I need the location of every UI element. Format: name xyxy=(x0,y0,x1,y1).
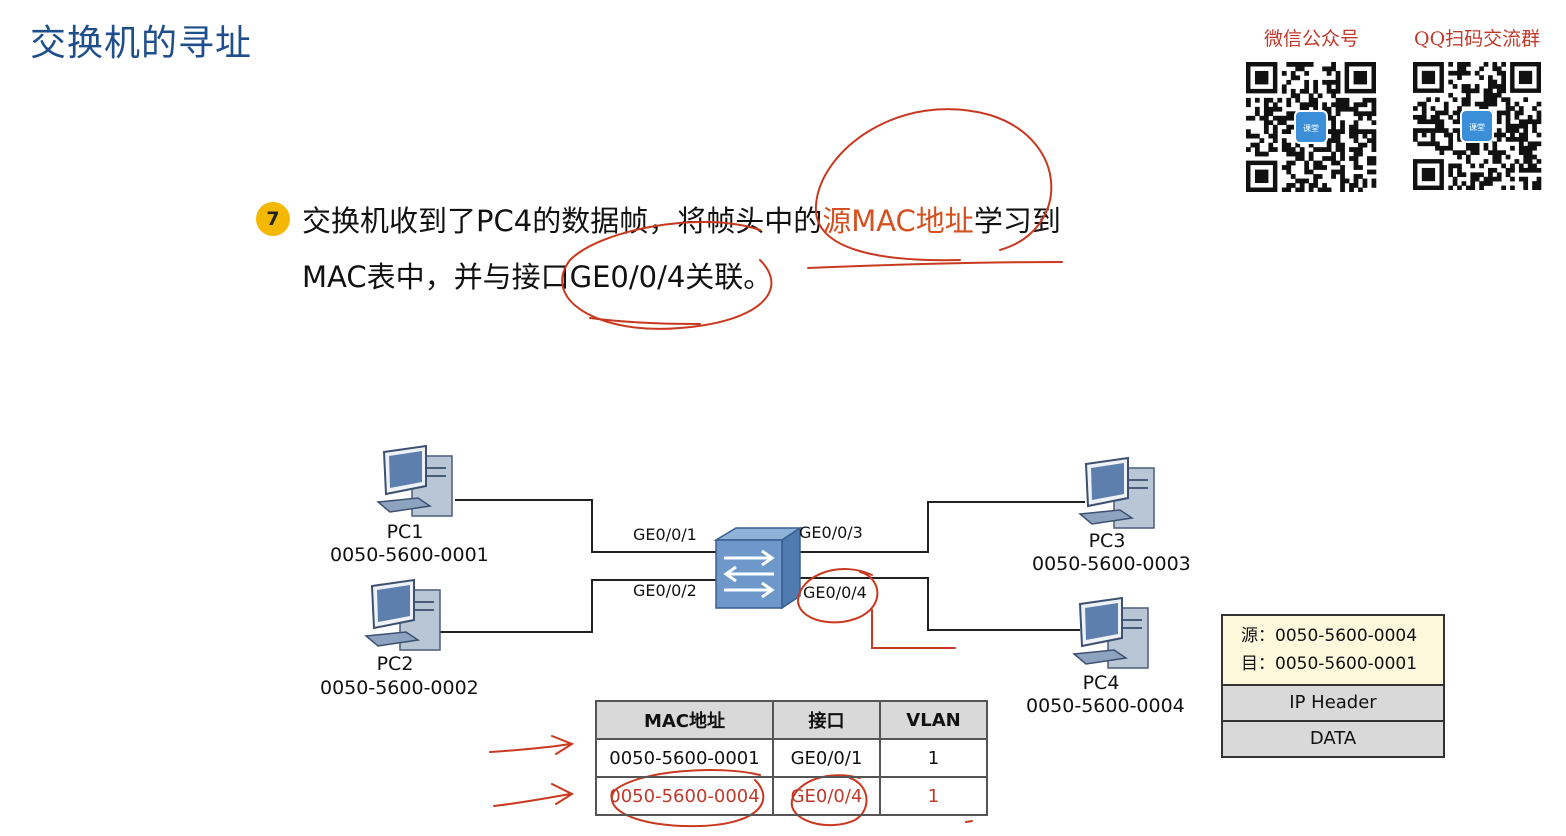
link-pc1 xyxy=(455,499,716,553)
pc1-icon xyxy=(376,444,453,517)
cell-mac: 0050-5600-0001 xyxy=(595,738,774,778)
pc3-icon xyxy=(1078,456,1155,529)
step-text-line1: 交换机收到了PC4的数据帧，将帧头中的源MAC地址学习到 xyxy=(302,204,1061,238)
svg-text:课堂: 课堂 xyxy=(1303,123,1319,133)
pc3-name: PC3 xyxy=(1088,530,1126,552)
pc4-mac: 0050-5600-0004 xyxy=(1026,695,1185,717)
pc4-icon xyxy=(1072,596,1149,669)
cell-mac: 0050-5600-0004 xyxy=(595,776,774,816)
data-frame: 源：0050-5600-0004 目：0050-5600-0001 IP Hea… xyxy=(1221,614,1445,758)
cell-port: GE0/0/1 xyxy=(772,738,881,778)
qq-label: QQ扫码交流群 xyxy=(1414,28,1541,50)
pc1-name: PC1 xyxy=(386,521,424,543)
table-header-row: MAC地址 接口 VLAN xyxy=(595,700,988,740)
step-badge: 7 xyxy=(256,202,290,236)
frame-ip-header: IP Header xyxy=(1223,686,1443,722)
col-mac: MAC地址 xyxy=(595,700,774,740)
step-text-line2: MAC表中，并与接口GE0/0/4关联。 xyxy=(302,260,773,294)
cell-vlan: 1 xyxy=(879,776,988,816)
qq-qr-code[interactable]: 课堂 xyxy=(1413,62,1545,190)
table-row: 0050-5600-0001 GE0/0/1 1 xyxy=(595,738,988,778)
frame-dst-mac: 目：0050-5600-0001 xyxy=(1241,654,1418,674)
highlight-source-mac: 源MAC地址 xyxy=(822,204,974,238)
mac-address-table: MAC地址 接口 VLAN 0050-5600-0001 GE0/0/1 1 0… xyxy=(595,700,988,816)
pc2-name: PC2 xyxy=(376,653,414,675)
wechat-label: 微信公众号 xyxy=(1264,28,1360,50)
pc2-icon xyxy=(364,578,441,651)
arrow-row2 xyxy=(493,783,575,807)
page-title: 交换机的寻址 xyxy=(30,23,253,64)
frame-data: DATA xyxy=(1223,722,1443,756)
link-pc2 xyxy=(440,579,716,633)
svg-text:课堂: 课堂 xyxy=(1469,122,1485,132)
pc3-mac: 0050-5600-0003 xyxy=(1032,553,1191,575)
port-ge003: GE0/0/3 xyxy=(799,523,863,542)
link-pc4 xyxy=(782,577,1080,631)
cell-port: GE0/0/4 xyxy=(772,776,881,816)
col-port: 接口 xyxy=(772,700,881,740)
cell-vlan: 1 xyxy=(879,738,988,778)
col-vlan: VLAN xyxy=(879,700,988,740)
circle-source-mac xyxy=(814,108,1053,262)
pc1-mac: 0050-5600-0001 xyxy=(330,544,489,566)
frame-src-mac: 源：0050-5600-0004 xyxy=(1241,626,1418,646)
circle-ge004 xyxy=(796,568,879,624)
pc2-mac: 0050-5600-0002 xyxy=(320,677,479,699)
pc4-name: PC4 xyxy=(1082,672,1120,694)
link-pc3 xyxy=(782,501,1085,553)
table-row-new: 0050-5600-0004 GE0/0/4 1 xyxy=(595,776,988,816)
port-ge004: GE0/0/4 xyxy=(803,583,867,602)
network-links xyxy=(440,499,1085,633)
wechat-qr-code[interactable]: 课堂 xyxy=(1246,62,1380,192)
switch-icon xyxy=(713,526,803,610)
port-ge001: GE0/0/1 xyxy=(633,525,697,544)
circle-port xyxy=(561,220,773,330)
arrow-row1 xyxy=(489,735,575,755)
port-ge002: GE0/0/2 xyxy=(633,581,697,600)
frame-mac-header: 源：0050-5600-0004 目：0050-5600-0001 xyxy=(1223,616,1443,686)
